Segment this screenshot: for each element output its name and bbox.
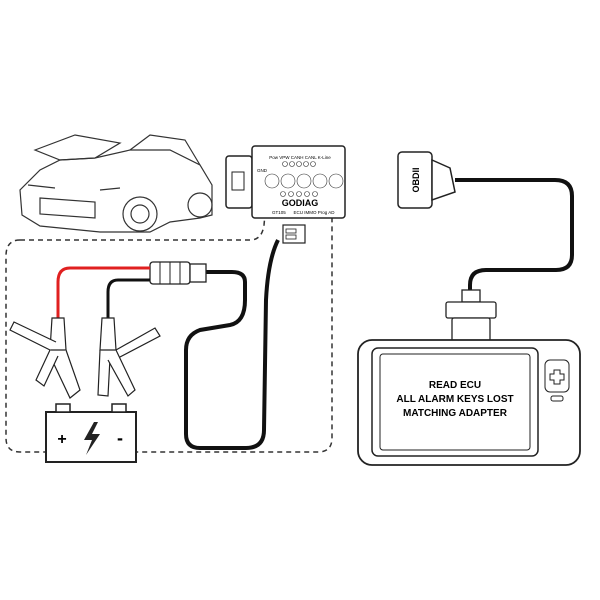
- tablet-device: READ ECU ALL ALARM KEYS LOST MATCHING AD…: [357, 339, 581, 466]
- adapter-gnd-label: GND: [257, 168, 268, 173]
- adapter-model: GT105: [272, 210, 286, 215]
- adapter-pin-labels: Pow VPW CANH CANL K-Line: [269, 155, 331, 160]
- power-plug: [282, 224, 306, 244]
- obdii-connector: OBDII: [397, 151, 456, 209]
- positive-clamp: [9, 317, 81, 399]
- screen-line-2: ALL ALARM KEYS LOST: [396, 394, 513, 405]
- dashed-link: [20, 214, 266, 241]
- obdii-label: OBDII: [411, 167, 421, 192]
- wire-splitter-connector: [149, 261, 207, 285]
- adapter-power-cable: [184, 239, 280, 450]
- obd-cable: [455, 178, 574, 292]
- screen-line-1: READ ECU: [429, 380, 481, 391]
- lightning-icon: [84, 422, 100, 455]
- godiag-adapter: Pow VPW CANH CANL K-Line GND GODIAG GT10…: [225, 145, 346, 219]
- battery: + -: [45, 403, 137, 463]
- car-illustration: [19, 134, 213, 233]
- battery-plus: +: [57, 431, 66, 448]
- ground-wire: [106, 278, 150, 320]
- battery-minus: -: [117, 428, 123, 448]
- screen-line-3: MATCHING ADAPTER: [403, 408, 508, 419]
- dpad-icon[interactable]: [549, 369, 565, 385]
- db-connector: [445, 289, 497, 343]
- adapter-product: ECU IMMO Prog AD: [293, 210, 335, 215]
- positive-wire: [56, 266, 150, 320]
- adapter-brand: GODIAG: [282, 198, 319, 208]
- negative-clamp: [97, 317, 161, 397]
- dashed-boundary: [5, 215, 333, 453]
